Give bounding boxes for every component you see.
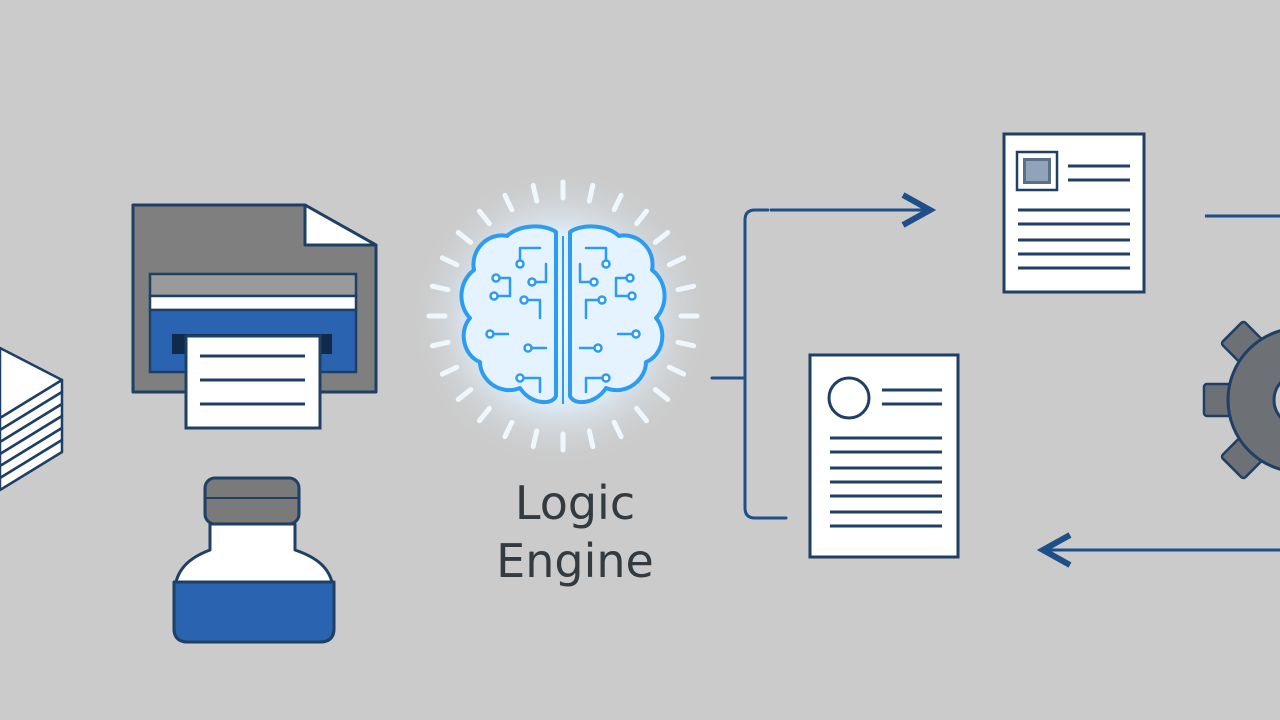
paper-stack-icon [0,346,64,492]
glow-ray [675,283,697,293]
glow-ray [586,428,596,450]
glow-ray [439,364,460,377]
printer-icon [131,203,378,430]
glow-ray [652,230,671,245]
glow-ray [652,387,671,402]
glow-ray [634,405,649,424]
engine-label-line-2: Engine [496,534,654,588]
glow-ray [429,283,451,293]
glow-ray [477,208,492,227]
glow-ray [502,192,515,213]
profile-document-icon [808,353,960,559]
engine-label-line-1: Logic [514,476,636,530]
glow-ray [675,339,697,349]
glow-ray [439,255,460,268]
glow-ray [634,208,649,227]
glow-ray [477,405,492,424]
brain-icon [410,168,710,468]
glow-ray [586,182,596,204]
branch-connector [710,208,788,520]
gear-icon [1202,320,1280,480]
glow-ray [429,339,451,349]
glow-ray [530,428,540,450]
glow-ray [611,192,624,213]
glow-ray [666,364,687,377]
glow-ray [530,182,540,204]
glow-ray [611,419,624,440]
glow-ray [455,387,474,402]
photo-document-icon [1002,132,1146,294]
glow-ray [666,255,687,268]
engine-label: Logic Engine [430,474,720,590]
glow-ray [502,419,515,440]
glow-ray [455,230,474,245]
ink-bottle-icon [172,476,336,644]
